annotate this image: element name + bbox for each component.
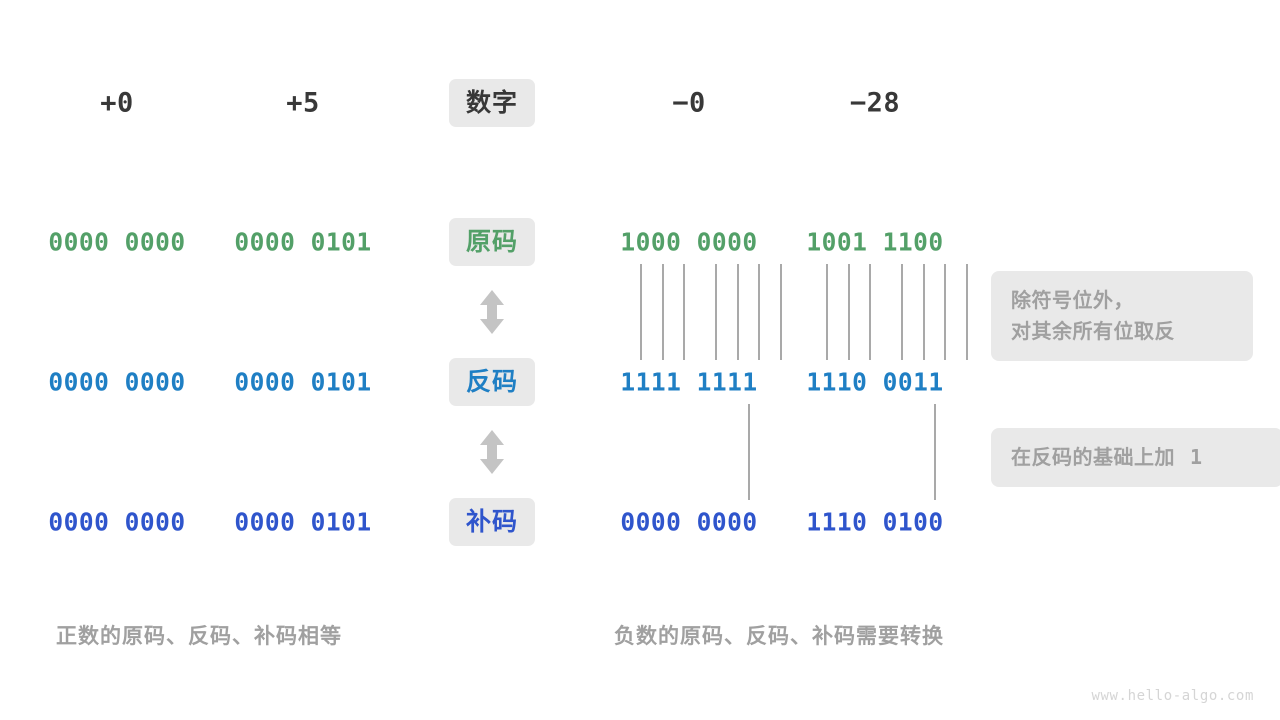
row-label-chip-twos-complement: 补码	[448, 498, 536, 546]
note-add-one-value: 1	[1189, 445, 1203, 469]
row-label-chip-sign-magnitude: 原码	[448, 218, 536, 266]
invert-connectors-minus-twentyeight	[826, 264, 968, 360]
column-header-plus-zero: +0	[100, 87, 134, 119]
caption-negative-numbers: 负数的原码、反码、补码需要转换	[614, 624, 944, 648]
invert-connectors-minus-zero	[640, 264, 782, 360]
bits-sign-magnitude-minus-zero: 1000 0000	[620, 227, 758, 257]
caption-positive-numbers: 正数的原码、反码、补码相等	[56, 624, 342, 648]
addone-connectors	[748, 404, 936, 500]
column-header-plus-five: +5	[286, 87, 320, 119]
note-add-one: 在反码的基础上加 1	[991, 428, 1280, 487]
note-add-one-text: 在反码的基础上加	[1011, 445, 1190, 469]
bits-twos-complement-minus-twentyeight: 1110 0100	[806, 507, 944, 537]
double-arrow-icon-yuanma-fanma	[480, 290, 504, 334]
bits-sign-magnitude-minus-twentyeight: 1001 1100	[806, 227, 944, 257]
row-header-chip-number: 数字	[448, 79, 536, 127]
row-label-chip-ones-complement: 反码	[448, 358, 536, 406]
bits-ones-complement-plus-five: 0000 0101	[234, 367, 372, 397]
bits-ones-complement-minus-twentyeight: 1110 0011	[806, 367, 944, 397]
bits-twos-complement-minus-zero: 0000 0000	[620, 507, 758, 537]
double-arrow-icon-fanma-buma	[480, 430, 504, 474]
bits-sign-magnitude-plus-five: 0000 0101	[234, 227, 372, 257]
watermark: www.hello-algo.com	[1091, 688, 1254, 704]
bits-twos-complement-plus-five: 0000 0101	[234, 507, 372, 537]
bits-ones-complement-minus-zero: 1111 1111	[620, 367, 758, 397]
bits-sign-magnitude-plus-zero: 0000 0000	[48, 227, 186, 257]
column-header-minus-zero: −0	[672, 87, 706, 119]
note-invert-bits: 除符号位外， 对其余所有位取反	[991, 271, 1253, 361]
bits-twos-complement-plus-zero: 0000 0000	[48, 507, 186, 537]
column-header-minus-twentyeight: −28	[849, 87, 901, 119]
bits-ones-complement-plus-zero: 0000 0000	[48, 367, 186, 397]
